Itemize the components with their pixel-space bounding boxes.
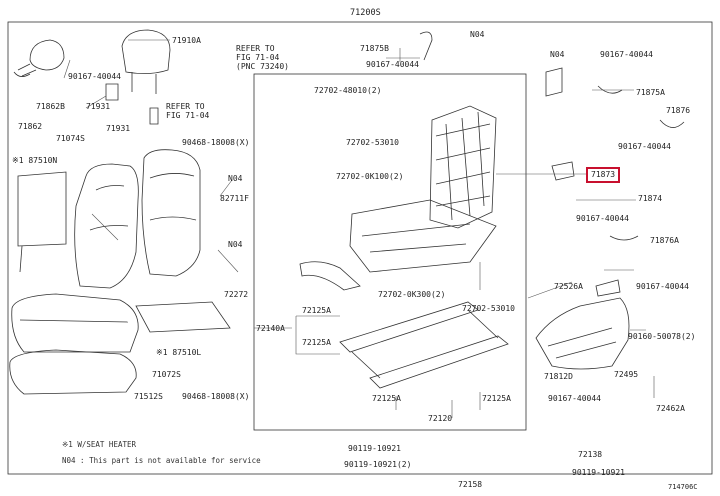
- part-label-72702-0k300[interactable]: 72702-0K300(2): [378, 290, 446, 299]
- leader-lines: [63, 39, 655, 418]
- part-label-90167-40044-r5[interactable]: 90167-40044: [548, 394, 601, 403]
- figure-code: 714706C: [668, 483, 698, 491]
- part-label-71910a[interactable]: 71910A: [172, 36, 201, 45]
- part-label-90167-40044-r2[interactable]: 90167-40044: [618, 142, 671, 151]
- reference-note-2[interactable]: REFER TO FIG 71-04: [166, 102, 209, 120]
- part-label-90119-10921-a[interactable]: 90119-10921: [348, 444, 401, 453]
- reference-line: REFER TO: [236, 44, 275, 53]
- part-label-82711f[interactable]: 82711F: [220, 194, 249, 203]
- part-label-90468-18008-a[interactable]: 90468-18008(X): [182, 138, 250, 147]
- part-label-n04-top: N04: [470, 30, 485, 39]
- part-label-72702-48010[interactable]: 72702-48010(2): [314, 86, 382, 95]
- part-label-72125a-2[interactable]: 72125A: [302, 338, 331, 347]
- part-label-71873-highlighted[interactable]: 71873: [586, 167, 621, 183]
- part-label-72272[interactable]: 72272: [224, 290, 249, 299]
- part-label-72702-53010[interactable]: 72702-53010: [346, 138, 399, 147]
- part-label-72526a[interactable]: 72526A: [554, 282, 583, 291]
- side-shield-drawing: [535, 297, 630, 370]
- part-label-72702-0k100[interactable]: 72702-0K100(2): [336, 172, 404, 181]
- part-label-72125a-3[interactable]: 72125A: [372, 394, 401, 403]
- part-label-71072s[interactable]: 71072S: [152, 370, 181, 379]
- bracket-drawing: [551, 85, 685, 297]
- part-label-71931[interactable]: 71931: [86, 102, 111, 111]
- headrest-drawing: [121, 29, 171, 94]
- reference-note-1[interactable]: REFER TO FIG 71-04 (PNC 73240): [236, 44, 289, 71]
- part-label-n04-b: N04: [228, 240, 243, 249]
- part-label-71875b[interactable]: 71875B: [360, 44, 389, 53]
- part-label-71876a[interactable]: 71876A: [650, 236, 679, 245]
- part-label-87510n[interactable]: ※1 87510N: [12, 156, 58, 165]
- part-label-71812d[interactable]: 71812D: [544, 372, 573, 381]
- assembly-number: 71200S: [350, 8, 381, 18]
- part-label-n04-r: N04: [550, 50, 565, 59]
- reference-line: FIG 71-04: [236, 53, 280, 62]
- part-label-n04-a: N04: [228, 174, 243, 183]
- assembly-frame: [7, 21, 713, 475]
- part-label-90119-10921-c[interactable]: 90119-10921: [572, 468, 625, 477]
- part-label-72125a-1[interactable]: 72125A: [302, 306, 331, 315]
- part-label-72495[interactable]: 72495: [614, 370, 639, 379]
- part-label-71862b[interactable]: 71862B: [36, 102, 65, 111]
- seatback-pad-drawing: [141, 149, 201, 277]
- heater-pad-back-drawing: [17, 171, 67, 273]
- part-label-71874[interactable]: 71874: [638, 194, 663, 203]
- part-label-71512s[interactable]: 71512S: [134, 392, 163, 401]
- cushion-cover-drawing: [11, 293, 139, 353]
- hook-drawing: [419, 31, 563, 97]
- part-label-71074s[interactable]: 71074S: [56, 134, 85, 143]
- part-label-90167-40044-r4[interactable]: 90167-40044: [636, 282, 689, 291]
- reference-line: FIG 71-04: [166, 111, 210, 120]
- cushion-pad-drawing: [9, 349, 137, 395]
- adjuster-rail-drawing: [339, 301, 509, 389]
- part-label-90167-40044[interactable]: 90167-40044: [68, 72, 121, 81]
- part-label-72702-53010-b[interactable]: 72702-53010: [462, 304, 515, 313]
- footnote-n04: N04 : This part is not available for ser…: [62, 456, 261, 465]
- part-label-90167-40044-r1[interactable]: 90167-40044: [600, 50, 653, 59]
- part-label-72158[interactable]: 72158: [458, 480, 483, 489]
- part-label-72462a[interactable]: 72462A: [656, 404, 685, 413]
- headrest-sensor-drawing: [13, 39, 65, 77]
- part-label-72140a[interactable]: 72140A: [256, 324, 285, 333]
- part-label-72120[interactable]: 72120: [428, 414, 453, 423]
- part-label-90167-40044-top[interactable]: 90167-40044: [366, 60, 419, 69]
- reference-line: (PNC 73240): [236, 62, 289, 71]
- part-label-71931-b[interactable]: 71931: [106, 124, 131, 133]
- part-label-90119-10921-b[interactable]: 90119-10921(2): [344, 460, 412, 469]
- part-label-72138[interactable]: 72138: [578, 450, 603, 459]
- part-label-71875a[interactable]: 71875A: [636, 88, 665, 97]
- part-label-72125a-4[interactable]: 72125A: [482, 394, 511, 403]
- heater-pad-cushion-drawing: [135, 301, 231, 333]
- part-label-90167-40044-r3[interactable]: 90167-40044: [576, 214, 629, 223]
- part-label-90468-18008-b[interactable]: 90468-18008(X): [182, 392, 250, 401]
- part-label-87510l[interactable]: ※1 87510L: [156, 348, 202, 357]
- reference-line: REFER TO: [166, 102, 205, 111]
- seat-frame-drawing: [299, 105, 497, 291]
- part-label-90160-50078[interactable]: 90160-50078(2): [628, 332, 696, 341]
- subassembly-frame: [253, 73, 527, 431]
- guide-drawing: [105, 83, 159, 125]
- part-label-71876[interactable]: 71876: [666, 106, 691, 115]
- seatback-cover-drawing: [74, 163, 139, 289]
- footnote-seat-heater: ※1 W/SEAT HEATER: [62, 440, 137, 449]
- part-label-71862[interactable]: 71862: [18, 122, 43, 131]
